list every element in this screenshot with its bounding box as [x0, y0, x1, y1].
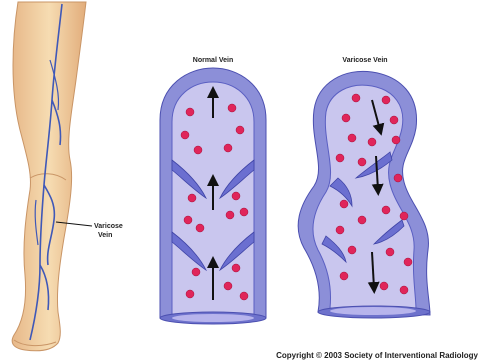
varicose-vein-title: Varicose Vein: [342, 57, 387, 64]
normal-vein-illustration: [160, 68, 266, 324]
leg-illustration: [12, 2, 92, 351]
leg-label-varicose: Varicose: [94, 223, 123, 230]
leg-label-vein: Vein: [98, 232, 112, 239]
varicose-vein-illustration: [298, 71, 430, 318]
normal-vein-title: Normal Vein: [193, 57, 233, 64]
copyright-notice: Copyright © 2003 Society of Intervention…: [276, 351, 478, 360]
